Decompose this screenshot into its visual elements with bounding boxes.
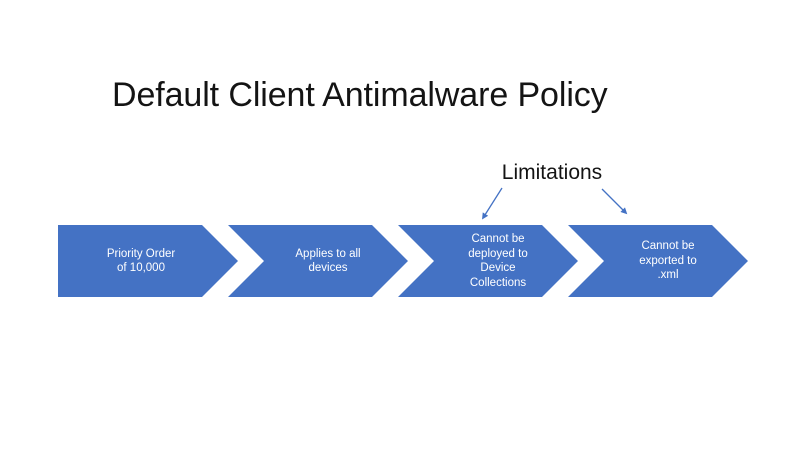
process-step-applies-to-all-devices[interactable]: Applies to all devices (228, 225, 408, 297)
process-step-cannot-be-exported-to-xml[interactable]: Cannot be exported to .xml (568, 225, 748, 297)
process-step-label: Cannot be exported to .xml (639, 240, 697, 282)
process-step-priority-order[interactable]: Priority Order of 10,000 (58, 225, 238, 297)
process-step-label: Cannot be deployed to Device Collections (468, 233, 528, 289)
page-title: Default Client Antimalware Policy (112, 76, 608, 114)
process-step-label: Priority Order of 10,000 (106, 247, 176, 274)
process-step-cannot-be-deployed-to-device-collections[interactable]: Cannot be deployed to Device Collections (398, 225, 578, 297)
process-step-label: Applies to all devices (295, 247, 361, 274)
limitations-callout-label: Limitations (501, 161, 603, 184)
